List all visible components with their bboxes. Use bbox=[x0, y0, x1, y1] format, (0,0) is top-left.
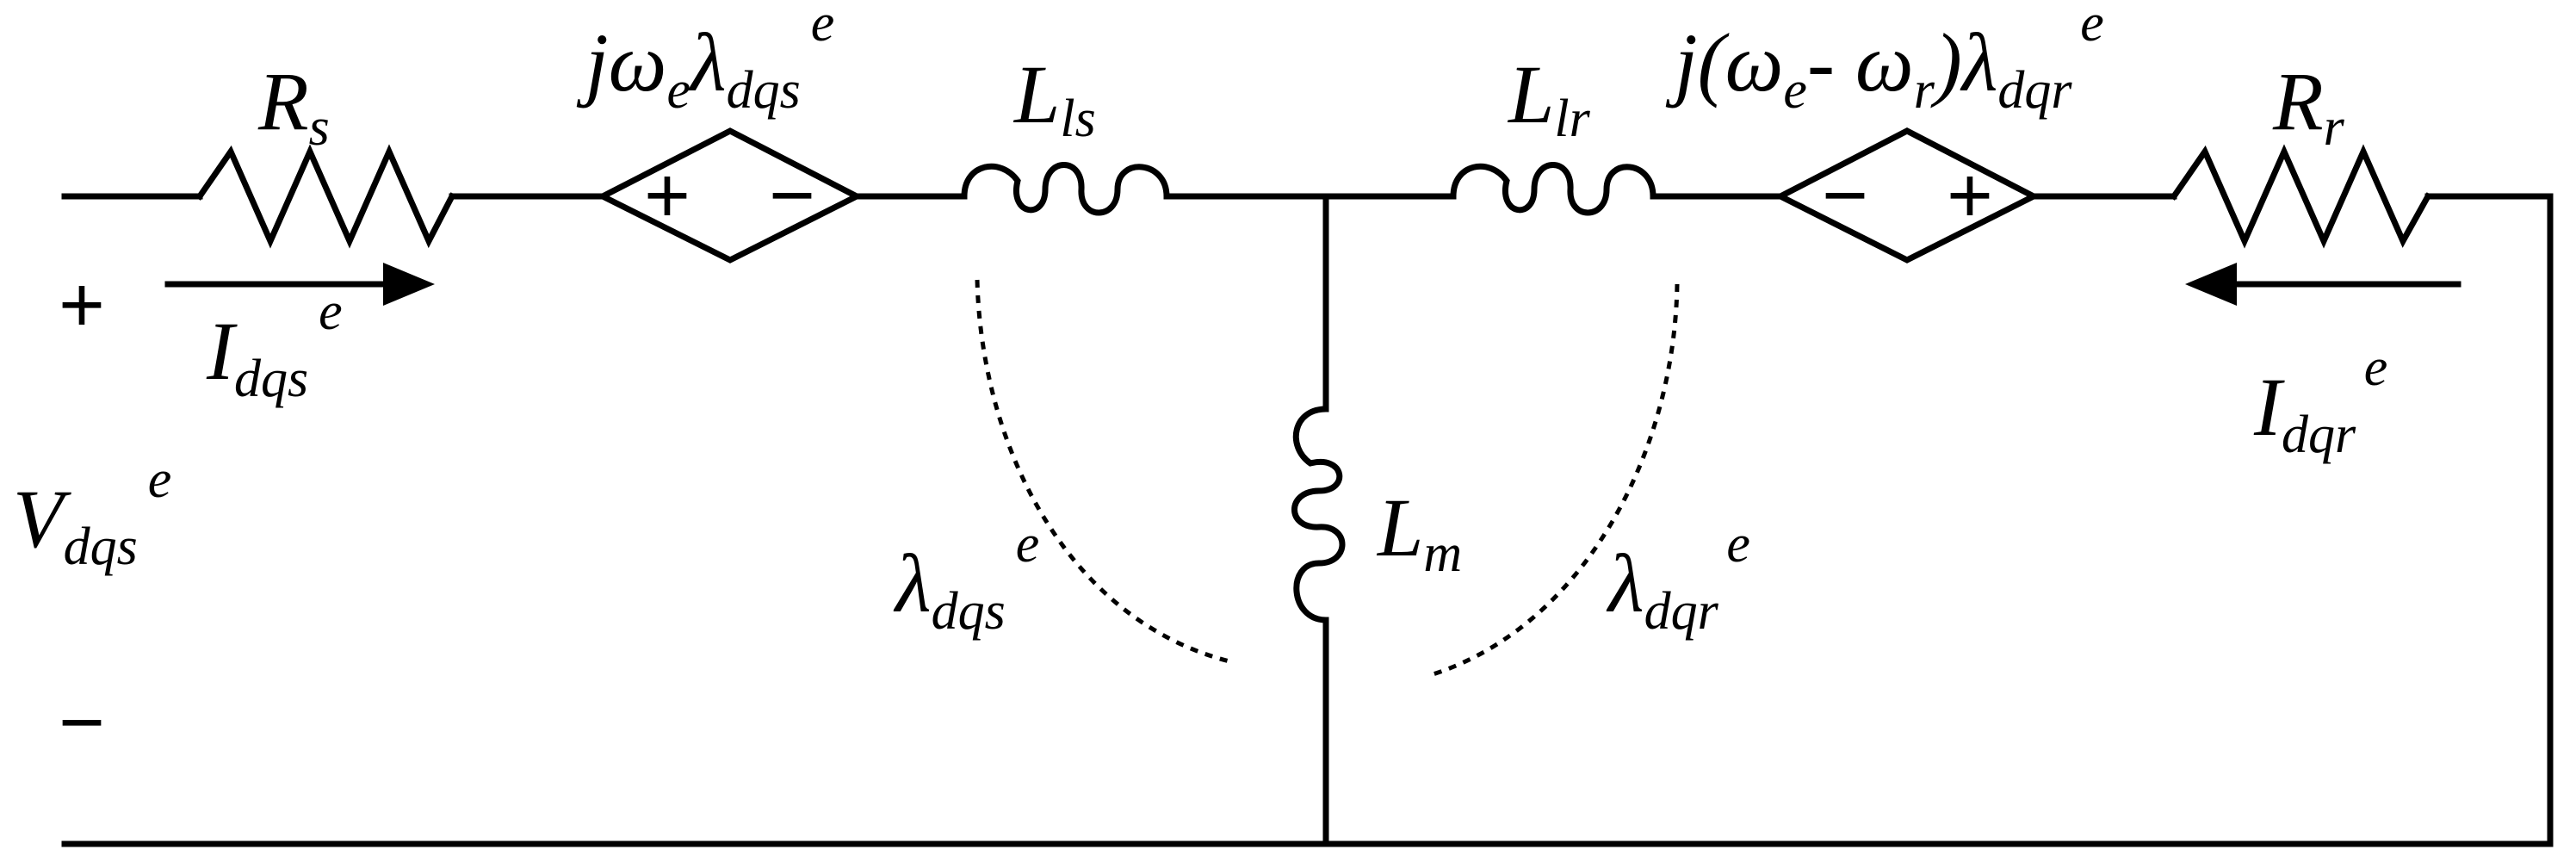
rotor-source-omega-r-sub: r bbox=[1914, 61, 1935, 120]
stator-source-omega-sub: e bbox=[666, 61, 690, 120]
magnetizing-inductance-symbol: L bbox=[1376, 481, 1423, 574]
rotor-resistance-label: Rr bbox=[2272, 55, 2345, 157]
rotor-resistance-subscript: r bbox=[2324, 98, 2345, 157]
stator-resistance-symbol: R bbox=[257, 55, 309, 147]
terminal-voltage-symbol: V bbox=[13, 473, 71, 565]
rotor-flux-subscript: dqr bbox=[1644, 582, 1719, 641]
magnetizing-inductor bbox=[1291, 406, 1346, 623]
stator-current-label: Idqse bbox=[206, 282, 343, 408]
terminal-plus-sign: + bbox=[59, 261, 105, 349]
rotor-source-middle: - ω bbox=[1807, 16, 1914, 109]
stator-source-superscript: e bbox=[811, 0, 835, 53]
rotor-current-arrowhead bbox=[2185, 263, 2237, 306]
rotor-source-omega-e-sub: e bbox=[1783, 61, 1807, 120]
rotor-resistor bbox=[2170, 144, 2432, 249]
stator-leakage-label: Lls bbox=[1012, 48, 1096, 148]
rotor-flux-superscript: e bbox=[1726, 515, 1750, 574]
stator-leakage-inductor bbox=[961, 162, 1170, 216]
rotor-source-label: j(ωe- ωr)λdqre bbox=[1665, 0, 2104, 120]
rotor-source-minus-sign: − bbox=[1822, 152, 1868, 239]
stator-flux-label: λdqse bbox=[893, 515, 1039, 641]
stator-resistance-subscript: s bbox=[309, 98, 330, 157]
rotor-current-subscript: dqr bbox=[2282, 406, 2356, 464]
stator-source-lambda: λ bbox=[688, 16, 727, 109]
rotor-resistance-symbol: R bbox=[2272, 55, 2324, 147]
rotor-source-prefix: j(ω bbox=[1665, 16, 1783, 109]
stator-leakage-symbol: L bbox=[1012, 48, 1060, 140]
rotor-leakage-inductor bbox=[1450, 162, 1656, 216]
stator-current-arrowhead bbox=[383, 263, 435, 306]
stator-current-symbol: I bbox=[206, 305, 238, 397]
magnetizing-inductance-subscript: m bbox=[1423, 524, 1462, 583]
terminal-minus-sign: − bbox=[59, 679, 105, 766]
stator-current-subscript: dqs bbox=[234, 350, 308, 408]
rotor-flux-label: λdqre bbox=[1606, 515, 1750, 641]
stator-current-superscript: e bbox=[319, 282, 343, 341]
stator-flux-curve bbox=[975, 279, 1230, 664]
stator-source-plus-sign: + bbox=[644, 152, 690, 239]
rotor-source-lambda: )λ bbox=[1930, 16, 1998, 109]
stator-leakage-subscript: ls bbox=[1060, 90, 1095, 148]
stator-source-minus-sign: − bbox=[769, 152, 815, 239]
rotor-leakage-label: Llr bbox=[1507, 48, 1591, 148]
rotor-flux-symbol: λ bbox=[1606, 537, 1644, 629]
rotor-dependent-source bbox=[1774, 127, 2040, 264]
rotor-flux-curve bbox=[1427, 283, 1680, 679]
magnetizing-inductance-label: Lm bbox=[1376, 481, 1462, 583]
rotor-source-plus-sign: + bbox=[1947, 152, 1993, 239]
rotor-source-lambda-sub: dqr bbox=[1997, 61, 2072, 120]
rotor-current-symbol: I bbox=[2253, 361, 2285, 453]
rotor-current-superscript: e bbox=[2364, 338, 2388, 397]
stator-resistance-label: Rs bbox=[257, 55, 330, 157]
stator-resistor bbox=[195, 144, 456, 249]
terminal-voltage-subscript: dqs bbox=[64, 518, 138, 576]
stator-dependent-source bbox=[596, 127, 864, 264]
stator-source-lambda-sub: dqs bbox=[727, 61, 801, 120]
terminal-voltage-label: Vdqse bbox=[13, 450, 171, 576]
rotor-source-superscript: e bbox=[2080, 0, 2104, 53]
stator-source-label: jωeλdqse bbox=[576, 0, 834, 120]
stator-source-prefix: jω bbox=[576, 16, 666, 109]
stator-flux-symbol: λ bbox=[893, 537, 932, 629]
rotor-leakage-subscript: lr bbox=[1554, 90, 1590, 148]
rotor-current-label: Idqre bbox=[2253, 338, 2387, 464]
stator-flux-subscript: dqs bbox=[932, 582, 1006, 641]
stator-flux-superscript: e bbox=[1016, 515, 1040, 574]
rotor-leakage-symbol: L bbox=[1507, 48, 1554, 140]
terminal-voltage-superscript: e bbox=[148, 450, 172, 509]
